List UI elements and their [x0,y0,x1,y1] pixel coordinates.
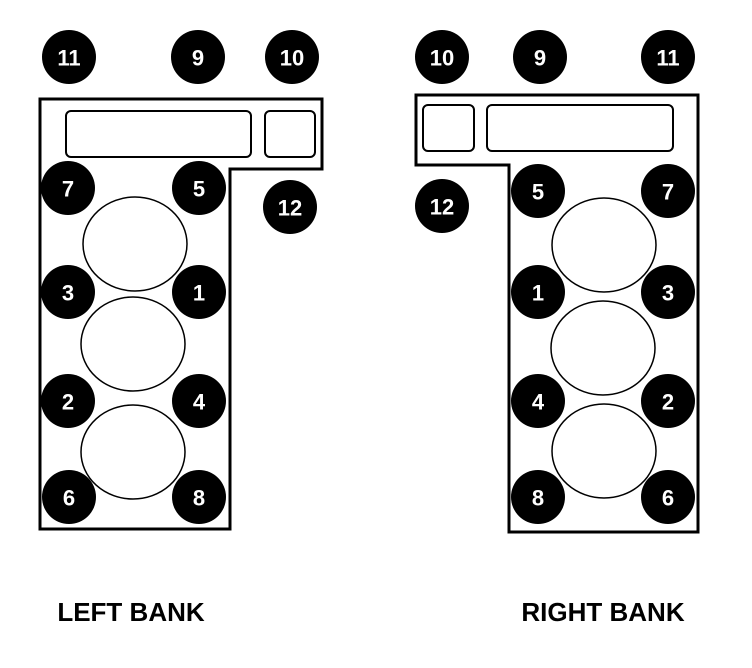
bolt-right-3: 3 [641,265,695,319]
bolt-right-6: 6 [641,470,695,524]
bolt-left-6: 6 [42,470,96,524]
bolt-label: 9 [534,46,546,71]
bolt-left-12: 12 [263,180,317,234]
right-head-short-slot [422,104,475,152]
bolt-label: 1 [532,281,544,306]
right-head-outline [414,93,700,534]
bolt-label: 8 [532,486,544,511]
bolt-label: 2 [62,390,74,415]
bolt-right-4: 4 [511,374,565,428]
bolt-label: 10 [280,46,304,71]
left-bank-bolts: 11 9 10 7 5 12 3 1 [41,30,319,524]
left-cylinder-2 [80,296,186,392]
left-head-long-slot [65,110,252,158]
bolt-left-3: 3 [41,265,95,319]
bolt-right-5: 5 [511,164,565,218]
bolt-label: 12 [430,195,454,220]
right-bank-label: RIGHT BANK [521,597,684,627]
bolt-right-2: 2 [641,374,695,428]
bolt-right-11: 11 [641,30,695,84]
right-head-long-slot [486,104,674,152]
bolt-right-12: 12 [415,179,469,233]
bolt-label: 1 [193,281,205,306]
right-cylinder-3 [551,403,657,499]
right-cylinder-2 [550,300,656,396]
bolt-label: 5 [193,177,205,202]
left-head-outline [38,97,324,531]
bolt-label: 6 [662,486,674,511]
bolt-label: 11 [656,46,679,71]
left-cylinder-1 [82,196,188,292]
right-bank-bolts: 10 9 11 12 5 7 1 3 [415,30,695,524]
bolt-left-1: 1 [172,265,226,319]
bolt-left-10: 10 [265,30,319,84]
bolt-label: 12 [278,196,302,221]
right-bank-head [414,93,700,534]
bolt-left-8: 8 [172,470,226,524]
bolt-label: 6 [63,486,75,511]
bolt-left-7: 7 [41,161,95,215]
bolt-right-7: 7 [641,164,695,218]
bolt-label: 3 [662,281,674,306]
bolt-right-9: 9 [513,30,567,84]
bolt-label: 2 [662,390,674,415]
left-cylinder-3 [80,404,186,500]
bolt-right-10: 10 [415,30,469,84]
bolt-label: 7 [662,180,674,205]
left-bank-head [38,97,324,531]
bolt-left-11: 11 [42,30,96,84]
bolt-label: 3 [62,281,74,306]
bolt-left-4: 4 [172,374,226,428]
bolt-label: 8 [193,486,205,511]
bolt-label: 4 [532,390,545,415]
bolt-label: 4 [193,390,206,415]
bolt-label: 7 [62,177,74,202]
bolt-left-9: 9 [171,30,225,84]
bolt-left-2: 2 [41,374,95,428]
left-head-short-slot [264,110,316,158]
right-cylinder-1 [551,197,657,293]
bolt-right-1: 1 [511,265,565,319]
left-bank-label: LEFT BANK [57,597,205,627]
bolt-label: 9 [192,46,204,71]
bolt-label: 11 [57,46,80,71]
bolt-right-8: 8 [511,470,565,524]
bolt-label: 5 [532,180,544,205]
bolt-left-5: 5 [172,161,226,215]
bolt-label: 10 [430,46,454,71]
